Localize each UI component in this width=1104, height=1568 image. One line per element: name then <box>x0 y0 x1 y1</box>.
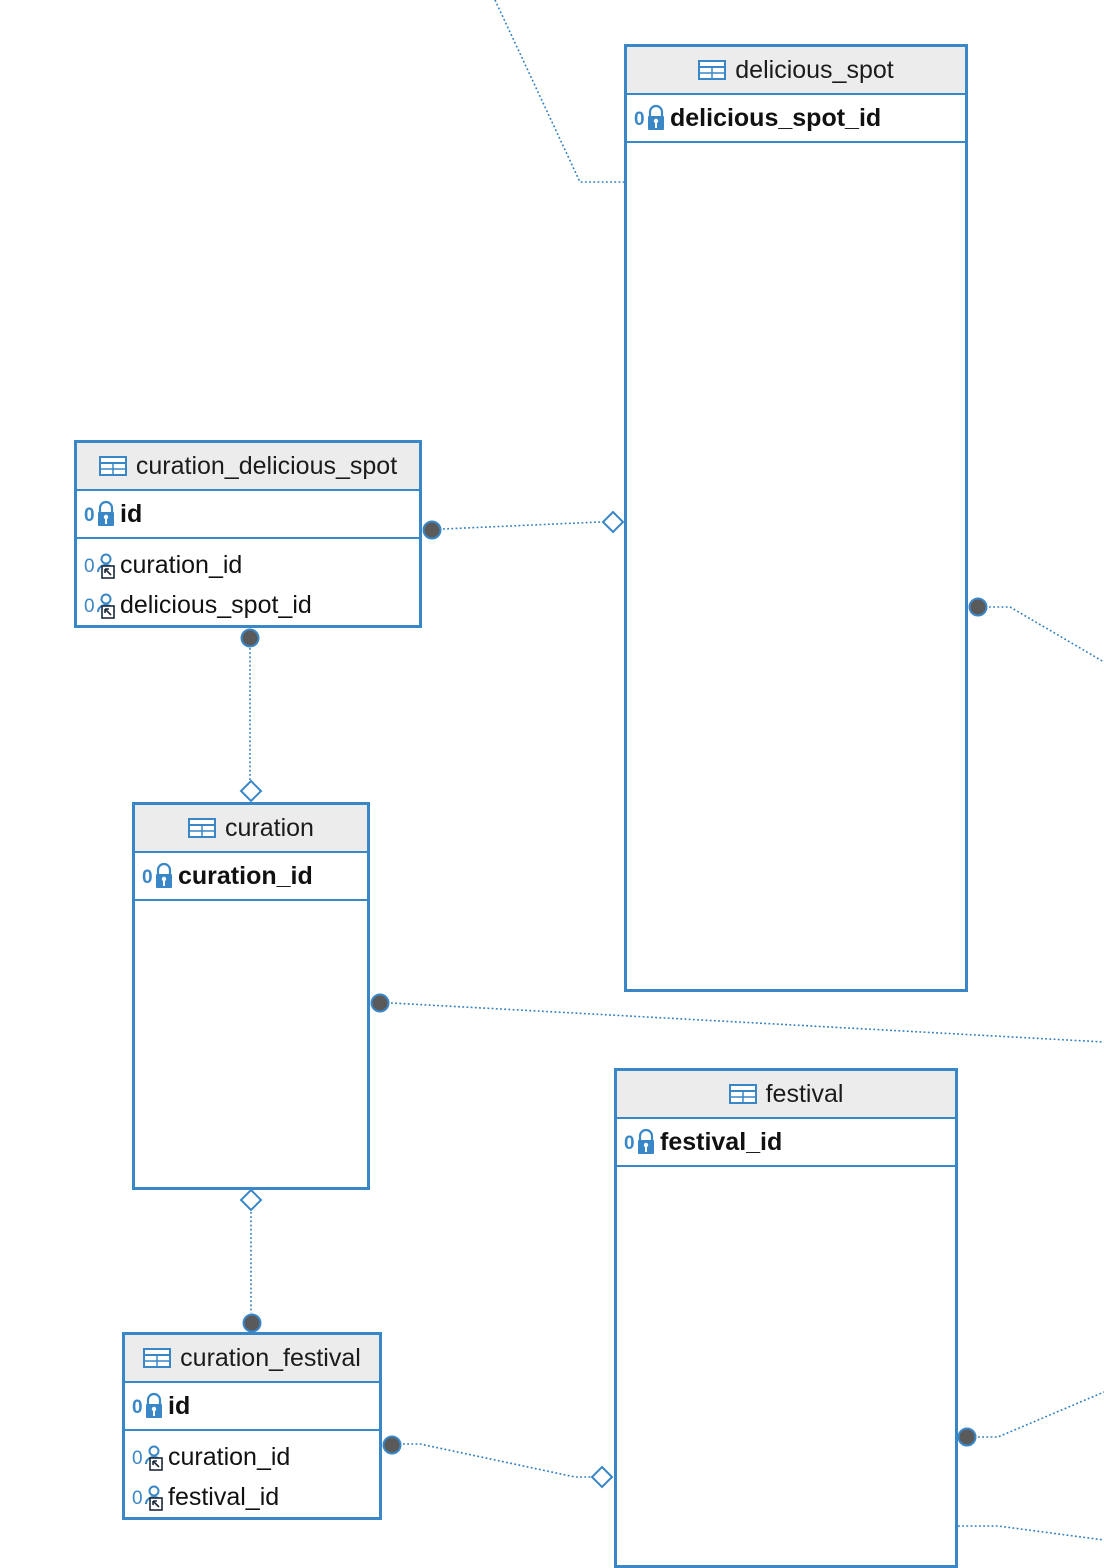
entity-header[interactable]: delicious_spot <box>627 47 965 95</box>
circle-end-cds-right <box>422 520 442 540</box>
circle-end-festival-right <box>957 1427 977 1447</box>
circle-end-curation-festival-right <box>382 1435 402 1455</box>
primary-key-lock-icon: 0 <box>634 104 664 130</box>
svg-text:0: 0 <box>142 867 153 888</box>
foreign-key-icon: 0 <box>132 1445 163 1471</box>
diamond-end-curation-top <box>239 779 263 803</box>
primary-key-lock-icon: 0 <box>84 500 114 526</box>
fk-column-name: delicious_spot_id <box>120 590 312 619</box>
primary-key-lock-icon: 0 <box>142 862 172 888</box>
entity-festival[interactable]: festival 0 festival_id <box>614 1068 958 1568</box>
primary-key-row[interactable]: 0 curation_id <box>135 853 367 901</box>
svg-text:0: 0 <box>624 1133 635 1154</box>
foreign-key-icon: 0 <box>84 553 115 579</box>
circle-end-curation-festival-top <box>242 1313 262 1333</box>
entity-curation-delicious-spot[interactable]: curation_delicious_spot 0 id 0 curation_… <box>74 440 422 628</box>
entity-header[interactable]: festival <box>617 1071 955 1119</box>
line-curation-festival-to-festival <box>403 1443 592 1478</box>
entity-header[interactable]: curation_festival <box>125 1335 379 1383</box>
foreign-key-list: 0 curation_id 0 festival_id <box>125 1431 379 1517</box>
pk-column-name: festival_id <box>660 1127 783 1156</box>
entity-name: delicious_spot <box>735 55 894 84</box>
entity-name: curation <box>225 813 314 842</box>
line-festival-to-right-lower <box>958 1525 1104 1541</box>
svg-text:0: 0 <box>634 109 645 130</box>
pk-column-name: delicious_spot_id <box>670 103 882 132</box>
foreign-key-list: 0 curation_id 0 delicious_spot_id <box>77 539 419 625</box>
fk-column-name: festival_id <box>168 1482 280 1511</box>
diamond-end-festival <box>590 1465 614 1489</box>
entity-name: festival <box>765 1079 844 1108</box>
primary-key-row[interactable]: 0 delicious_spot_id <box>627 95 965 143</box>
fk-column-name: curation_id <box>120 550 243 579</box>
table-grid-icon <box>143 1348 172 1368</box>
svg-text:0: 0 <box>84 556 95 577</box>
pk-column-name: curation_id <box>178 861 313 890</box>
diamond-end-curation-bottom <box>239 1188 263 1212</box>
entity-curation[interactable]: curation 0 curation_id <box>132 802 370 1190</box>
foreign-key-row[interactable]: 0 festival_id <box>125 1477 379 1517</box>
primary-key-row[interactable]: 0 id <box>77 491 419 539</box>
svg-text:0: 0 <box>132 1397 143 1418</box>
line-delicious-spot-to-right <box>989 606 1104 663</box>
table-grid-icon <box>188 818 217 838</box>
table-grid-icon <box>728 1084 757 1104</box>
entity-name: curation_festival <box>180 1343 361 1372</box>
primary-key-row[interactable]: 0 festival_id <box>617 1119 955 1167</box>
foreign-key-icon: 0 <box>132 1485 163 1511</box>
svg-text:0: 0 <box>84 505 95 526</box>
diamond-end-delicious-spot <box>601 510 625 534</box>
line-cds-to-delicious-spot <box>442 521 604 530</box>
circle-end-curation-right <box>370 993 390 1013</box>
fk-column-name: curation_id <box>168 1442 291 1471</box>
table-grid-icon <box>98 456 127 476</box>
entity-curation-festival[interactable]: curation_festival 0 id 0 curation_id 0 <box>122 1332 382 1520</box>
foreign-key-icon: 0 <box>84 593 115 619</box>
line-festival-to-right-upper <box>978 1391 1104 1438</box>
entity-delicious-spot[interactable]: delicious_spot 0 delicious_spot_id <box>624 44 968 992</box>
foreign-key-row[interactable]: 0 curation_id <box>125 1437 379 1477</box>
svg-text:0: 0 <box>132 1488 143 1509</box>
svg-text:0: 0 <box>84 596 95 617</box>
foreign-key-row[interactable]: 0 delicious_spot_id <box>77 585 419 625</box>
line-top-to-delicious-spot <box>494 0 625 183</box>
entity-name: curation_delicious_spot <box>135 451 398 480</box>
line-curation-to-right <box>390 1002 1104 1043</box>
foreign-key-row[interactable]: 0 curation_id <box>77 545 419 585</box>
primary-key-row[interactable]: 0 id <box>125 1383 379 1431</box>
table-grid-icon <box>698 60 727 80</box>
pk-column-name: id <box>168 1391 191 1420</box>
entity-header[interactable]: curation <box>135 805 367 853</box>
circle-end-delicious-spot-right <box>968 597 988 617</box>
primary-key-lock-icon: 0 <box>132 1392 162 1418</box>
entity-header[interactable]: curation_delicious_spot <box>77 443 419 491</box>
svg-text:0: 0 <box>132 1448 143 1469</box>
primary-key-lock-icon: 0 <box>624 1128 654 1154</box>
pk-column-name: id <box>120 499 143 528</box>
circle-end-cds-bottom <box>240 628 260 648</box>
